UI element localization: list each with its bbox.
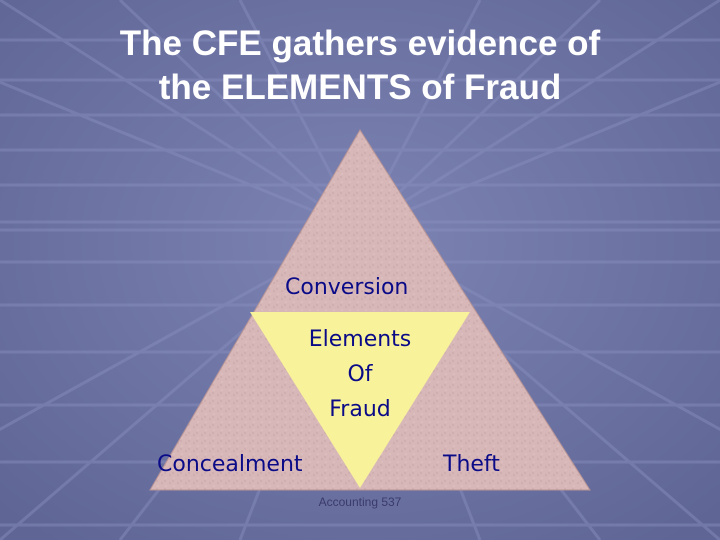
inner-triangle	[250, 312, 470, 488]
title-line-2: the ELEMENTS of Fraud	[158, 68, 562, 107]
concealment-label: Concealment	[157, 452, 303, 477]
center-text: Elements Of Fraud	[280, 322, 440, 427]
center-line-2: Of	[347, 362, 373, 387]
conversion-label: Conversion	[285, 275, 409, 300]
center-line-3: Fraud	[329, 397, 391, 422]
title-line-1: The CFE gathers evidence of	[119, 24, 601, 63]
slide-title: The CFE gathers evidence of the ELEMENTS…	[0, 22, 720, 110]
footer-course-label: Accounting 537	[318, 495, 402, 509]
theft-label: Theft	[443, 452, 500, 477]
center-line-1: Elements	[308, 327, 412, 352]
outer-triangle	[149, 129, 591, 491]
